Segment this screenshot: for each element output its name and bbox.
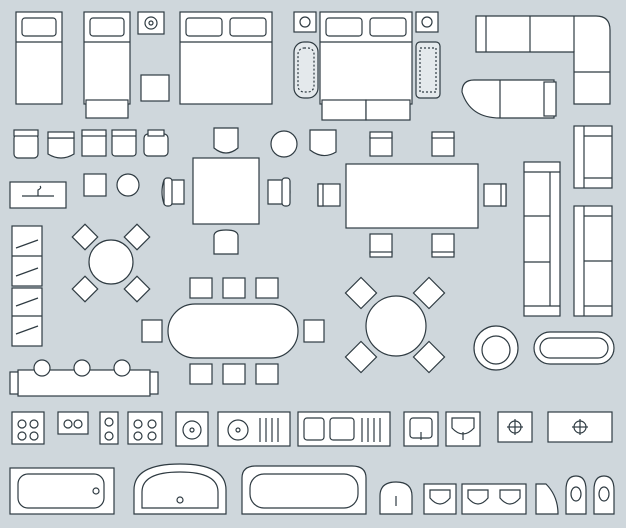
single-bed-icon <box>15 11 63 105</box>
chair-icon <box>431 233 455 258</box>
sink-icon <box>547 411 613 443</box>
oval-sofa-icon <box>533 331 615 365</box>
chair-icon <box>81 129 107 157</box>
square-table-icon <box>192 157 260 225</box>
chair-icon <box>222 363 246 385</box>
chair-icon <box>412 340 446 374</box>
three-seat-sofa-icon <box>573 205 613 317</box>
washbasin-icon <box>379 481 413 515</box>
wardrobe-icon <box>11 225 43 287</box>
oval-table-icon <box>167 303 299 359</box>
three-seat-sofa-icon <box>523 161 561 317</box>
chair-icon <box>431 131 455 157</box>
stool-icon <box>113 359 131 377</box>
chair-icon <box>143 129 169 157</box>
chair-icon <box>344 340 378 374</box>
washbasin-icon <box>445 411 481 447</box>
round-table-icon <box>365 295 427 357</box>
chair-icon <box>189 277 213 299</box>
nightstand-icon <box>137 11 165 35</box>
double-bed-icon <box>179 11 273 105</box>
armchair-icon <box>213 127 239 154</box>
corner-sofa-icon <box>475 15 611 105</box>
chair-icon <box>317 183 341 207</box>
nightstand-icon <box>415 11 439 33</box>
stove-icon <box>99 411 119 445</box>
sink-icon <box>175 411 209 447</box>
chair-icon <box>222 277 246 299</box>
double-bed-icon <box>319 11 413 121</box>
wardrobe-icon <box>9 181 67 209</box>
stove-icon <box>127 411 163 445</box>
double-sink-icon <box>461 483 527 515</box>
washbasin-icon <box>423 483 457 515</box>
single-bed-icon <box>83 11 131 119</box>
rectangular-table-icon <box>345 163 479 229</box>
stove-icon <box>11 411 45 445</box>
chair-icon <box>189 363 213 385</box>
stove-icon <box>57 411 89 435</box>
chair-icon <box>412 276 446 310</box>
chair-icon <box>483 183 507 207</box>
chair-icon <box>71 275 99 303</box>
rug-icon <box>293 41 319 99</box>
stool-icon <box>116 173 140 197</box>
rug-icon <box>415 41 441 99</box>
square-table-icon <box>83 173 107 197</box>
sink-icon <box>497 411 533 443</box>
chair-icon <box>13 129 39 159</box>
toilet-icon <box>565 475 587 515</box>
chair-icon <box>71 223 99 251</box>
armchair-icon <box>161 177 185 207</box>
chair-icon <box>255 277 279 299</box>
wardrobe-icon <box>11 287 43 347</box>
stool-icon <box>140 74 170 102</box>
toilet-icon <box>593 475 615 515</box>
round-table-icon <box>88 239 134 285</box>
washbasin-icon <box>403 411 439 447</box>
stool-icon <box>270 130 298 158</box>
corner-sink-icon <box>535 483 559 515</box>
stool-icon <box>33 359 51 377</box>
chair-icon <box>369 131 393 157</box>
chair-icon <box>123 223 151 251</box>
chair-icon <box>47 131 75 159</box>
chair-icon <box>344 276 378 310</box>
chair-icon <box>255 363 279 385</box>
stool-icon <box>73 359 91 377</box>
loveseat-icon <box>573 125 613 189</box>
bathtub-icon <box>241 465 367 515</box>
armchair-icon <box>267 177 291 207</box>
sink-icon <box>217 411 291 447</box>
nightstand-icon <box>293 11 317 33</box>
double-sink-icon <box>297 411 391 447</box>
corner-bath-icon <box>133 463 227 515</box>
chair-icon <box>369 233 393 258</box>
armchair-icon <box>213 229 239 255</box>
chair-icon <box>303 319 325 343</box>
chair-icon <box>111 129 137 157</box>
bathtub-icon <box>9 467 115 515</box>
round-chair-icon <box>473 325 519 371</box>
chair-icon <box>141 319 163 343</box>
curved-sofa-icon <box>461 79 557 119</box>
chair-icon <box>309 129 337 157</box>
chair-icon <box>123 275 151 303</box>
